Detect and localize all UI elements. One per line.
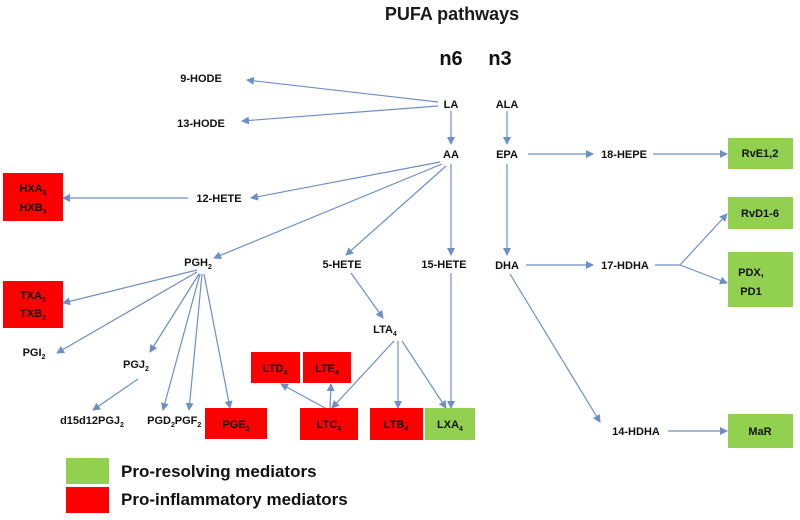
n6-family-label: n6 bbox=[439, 48, 462, 70]
mediator-label-txb2: TXB2 bbox=[20, 308, 46, 322]
arrow-pgh2-to-pgj2 bbox=[149, 273, 200, 353]
node-pgj2: PGJ2 bbox=[123, 359, 149, 373]
mediator-label-hxa3: HXA3 bbox=[19, 183, 46, 197]
node-dha: DHA bbox=[495, 260, 519, 272]
mediator-label-rve12: RvE1,2 bbox=[742, 148, 779, 160]
arrow-pgh2-to-tx-box bbox=[62, 269, 198, 306]
mediator-label-mar: MaR bbox=[748, 426, 771, 438]
mediator-label-ltb4: LTB4 bbox=[384, 419, 409, 433]
node-pgh2: PGH2 bbox=[184, 257, 212, 271]
node-14-hdha: 14-HDHA bbox=[612, 426, 660, 438]
legend-resolving-swatch bbox=[66, 458, 109, 484]
mediator-box-pdx-pd1 bbox=[728, 252, 793, 307]
arrow-pgh2-to-pgf2 bbox=[185, 273, 203, 411]
mediator-label-txa2: TXA2 bbox=[20, 290, 46, 304]
legend-resolving-label: Pro-resolving mediators bbox=[121, 462, 317, 481]
mediator-label-pd1: PD1 bbox=[740, 286, 761, 298]
node-la: LA bbox=[444, 99, 459, 111]
arrow-aa-to-pgh2 bbox=[213, 163, 443, 260]
node-lta4: LTA4 bbox=[373, 324, 397, 338]
mediator-box-txa2-txb2 bbox=[3, 281, 63, 328]
arrow-aa-to-5-hete bbox=[345, 165, 447, 256]
mediator-box-mar bbox=[728, 414, 793, 448]
node-d15d12pgj2: d15d12PGJ2 bbox=[60, 415, 124, 429]
mediator-label-ltc4: LTC4 bbox=[317, 419, 342, 433]
mediator-box-rve12 bbox=[728, 138, 793, 169]
mediator-box-lte4 bbox=[303, 352, 351, 383]
arrow-dha-to-14-hdha bbox=[509, 273, 601, 423]
legend: Pro-resolving mediators Pro-inflammatory… bbox=[66, 458, 348, 513]
arrow-lta4-to-lxa4 bbox=[401, 340, 447, 409]
node-13-hode: 13-HODE bbox=[177, 118, 225, 130]
legend-inflammatory-label: Pro-inflammatory mediators bbox=[121, 490, 348, 509]
node-ala: ALA bbox=[496, 99, 519, 111]
arrow-pgh2-to-pgd2 bbox=[160, 273, 201, 411]
mediator-label-rvd16: RvD1-6 bbox=[741, 208, 779, 220]
arrow-la-to-13-hode bbox=[241, 105, 439, 125]
diagram-title: PUFA pathways bbox=[385, 4, 519, 24]
mediator-label-lxa4: LXA4 bbox=[437, 419, 463, 433]
arrow-pgj2-to-d15d12pgj2 bbox=[92, 378, 139, 411]
mediator-label-pdx: PDX, bbox=[738, 267, 764, 279]
mediator-box-ltd4 bbox=[251, 352, 300, 383]
node-17-hdha: 17-HDHA bbox=[601, 260, 649, 272]
node-epa: EPA bbox=[496, 149, 518, 161]
arrow-aa-to-12-hete bbox=[250, 161, 441, 201]
mediator-label-ltd4: LTD4 bbox=[263, 363, 288, 377]
node-18-hepe: 18-HEPE bbox=[601, 149, 647, 161]
arrow-17-hdha-to-rvd bbox=[655, 213, 728, 266]
mediator-label-hxb3: HXB3 bbox=[19, 202, 46, 216]
node-aa: AA bbox=[443, 149, 459, 161]
arrow-lta4-to-ltc4 bbox=[331, 340, 395, 409]
legend-inflammatory-swatch bbox=[66, 487, 109, 513]
mediator-box-rvd16 bbox=[728, 197, 793, 229]
arrow-pgh2-to-pgi2 bbox=[56, 271, 198, 354]
node-15-hete: 15-HETE bbox=[421, 259, 466, 271]
arrow-pgh2-to-pge2 bbox=[203, 273, 233, 409]
n3-family-label: n3 bbox=[488, 48, 511, 70]
mediator-label-pge2: PGE2 bbox=[222, 419, 249, 433]
mediator-box-pge2 bbox=[205, 408, 267, 439]
arrow-17-hdha-to-pdx bbox=[679, 264, 728, 285]
mediator-box-lxa4 bbox=[425, 408, 475, 440]
arrow-ltc4-to-lte4 bbox=[326, 383, 335, 410]
node-12-hete: 12-HETE bbox=[196, 193, 241, 205]
arrow-5-hete-to-lta4 bbox=[350, 272, 384, 319]
mediator-box-ltb4 bbox=[370, 408, 423, 440]
pathway-arrows bbox=[56, 76, 728, 435]
node-5-hete: 5-HETE bbox=[322, 259, 361, 271]
node-pgf2: PGF2 bbox=[175, 415, 202, 429]
arrow-ltc4-to-ltd4 bbox=[280, 383, 328, 410]
arrow-la-to-9-hode bbox=[246, 76, 439, 103]
mediator-box-hxa3-hxb3 bbox=[3, 173, 63, 221]
node-pgd2: PGD2 bbox=[147, 415, 175, 429]
mediator-label-lte4: LTE4 bbox=[315, 363, 339, 377]
node-9-hode: 9-HODE bbox=[180, 73, 222, 85]
mediator-box-ltc4 bbox=[300, 408, 358, 440]
node-pgi2: PGI2 bbox=[23, 347, 46, 361]
